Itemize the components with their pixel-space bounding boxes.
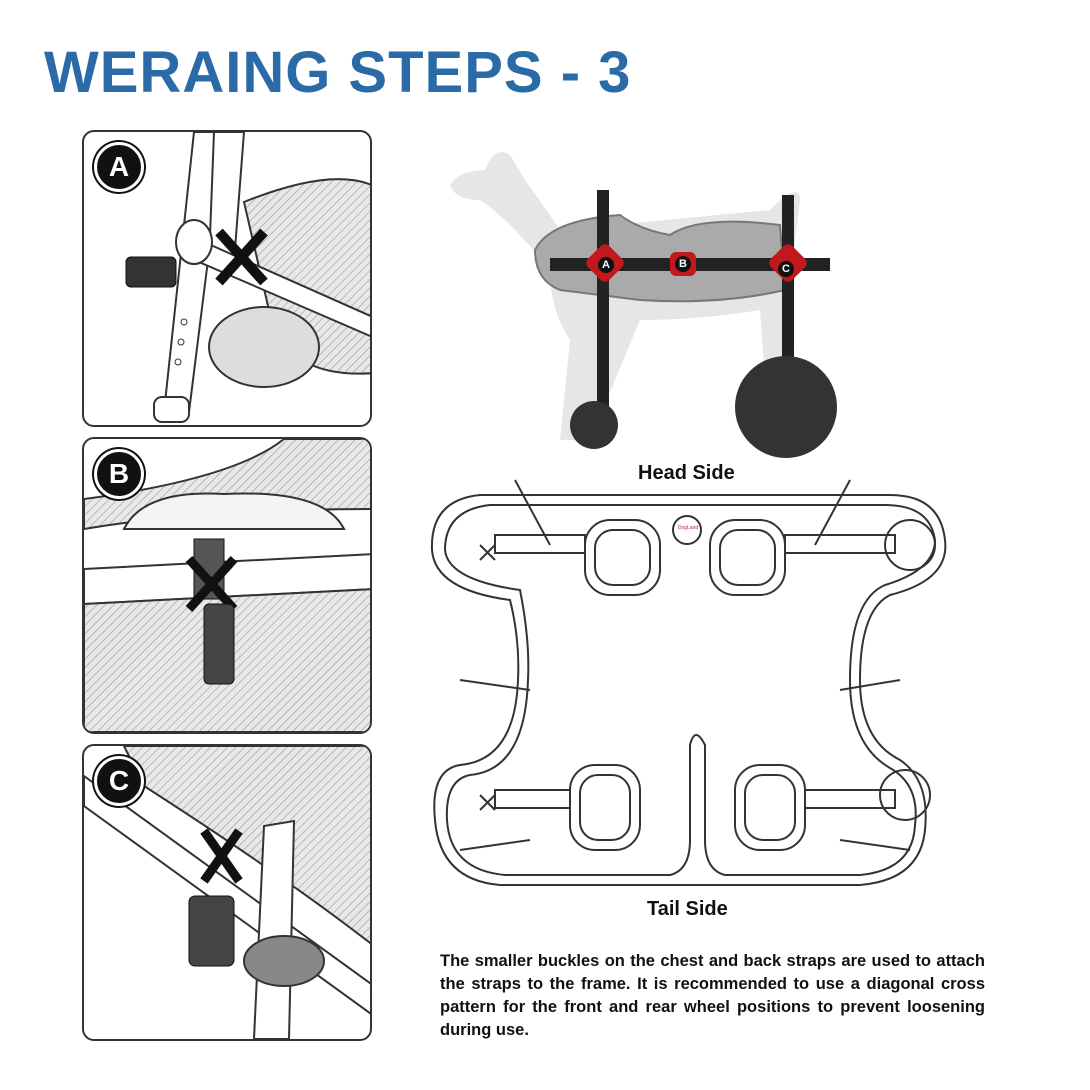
instruction-note: The smaller buckles on the chest and bac… — [440, 952, 985, 1039]
page-title: WERAING STEPS - 3 — [44, 40, 632, 105]
marker-b-label: B — [675, 256, 691, 272]
tail-side-label: Tail Side — [647, 898, 728, 920]
harness-outline-illustration — [430, 479, 947, 886]
step-b-badge: B — [94, 449, 144, 499]
marker-a-label: A — [598, 257, 614, 273]
harness-diagram: DogLand — [420, 460, 990, 900]
step-c-panel: C — [82, 744, 372, 1041]
step-a-panel: A — [82, 130, 372, 427]
marker-c-label: C — [778, 261, 794, 277]
step-a-badge: A — [94, 142, 144, 192]
step-c-badge: C — [94, 756, 144, 806]
harness-logo: DogLand — [677, 525, 699, 531]
head-side-label: Head Side — [638, 462, 735, 484]
step-b-panel: B — [82, 437, 372, 734]
step-a-illustration — [125, 132, 370, 423]
step-b-illustration — [84, 439, 370, 732]
step-c-illustration — [84, 746, 370, 1039]
dog-wheelchair-diagram: A B C — [440, 140, 840, 460]
dog-silhouette-illustration — [450, 152, 837, 458]
